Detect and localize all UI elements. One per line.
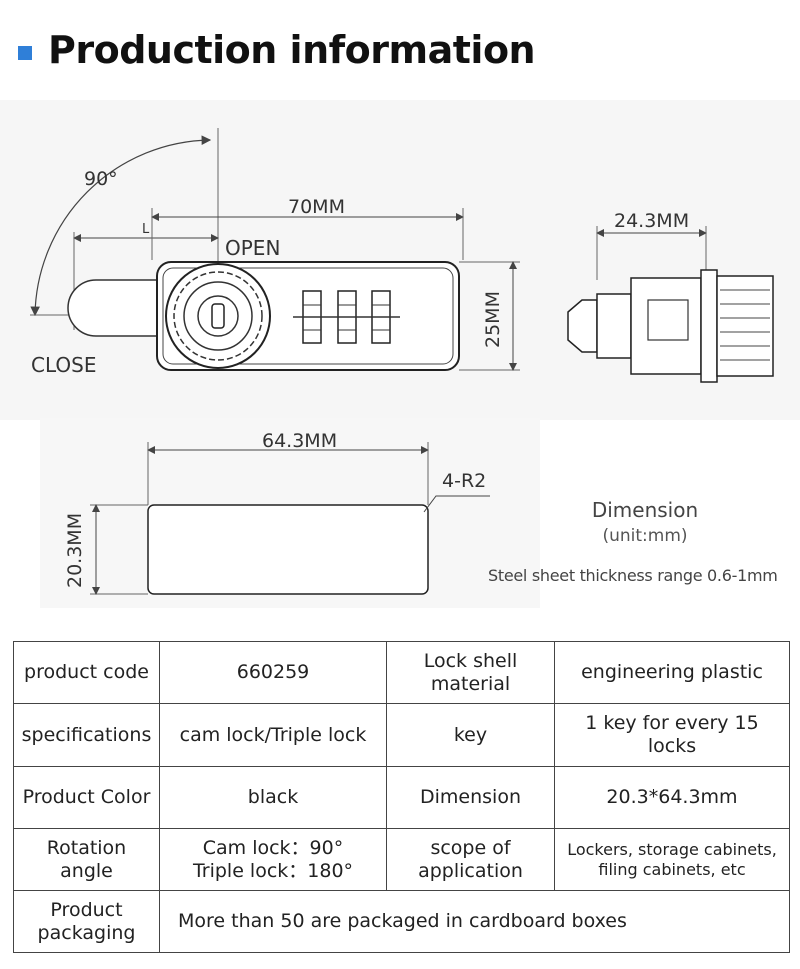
steel-thickness-note: Steel sheet thickness range 0.6-1mm xyxy=(488,566,778,585)
l-label: L xyxy=(142,222,150,237)
table-cell: key xyxy=(386,703,555,767)
table-cell: Lock shell material xyxy=(386,641,555,704)
table-row: product code 660259 Lock shell material … xyxy=(13,641,790,704)
table-cell: Product packaging xyxy=(13,890,160,953)
drawing-svg xyxy=(0,100,800,608)
dimension-note-unit: (unit:mm) xyxy=(602,526,688,546)
keyhole-icon xyxy=(211,303,225,329)
corner-radius-label: 4-R2 xyxy=(442,470,487,492)
page-title: Production information xyxy=(48,28,536,72)
table-cell: scope of application xyxy=(386,828,555,891)
page-header: Production information xyxy=(0,0,800,100)
cam-bar xyxy=(67,279,161,337)
table-cell: More than 50 are packaged in cardboard b… xyxy=(159,890,790,953)
table-cell: Cam lock：90° Triple lock：180° xyxy=(159,828,387,891)
lock-body-inner xyxy=(162,267,454,365)
table-row: Rotation angle Cam lock：90° Triple lock：… xyxy=(13,828,790,891)
spec-table: product code 660259 Lock shell material … xyxy=(13,641,790,953)
dimension-note-title: Dimension xyxy=(591,498,699,522)
table-cell: Dimension xyxy=(386,766,555,829)
plate-outline xyxy=(147,504,429,595)
table-cell: engineering plastic xyxy=(554,641,790,704)
table-cell: black xyxy=(159,766,387,829)
plate-width-label: 64.3MM xyxy=(262,430,338,452)
side-view-lock xyxy=(567,269,774,383)
table-cell: Rotation angle xyxy=(13,828,160,891)
angle-label: 90° xyxy=(84,168,118,190)
table-cell: Lockers, storage cabinets, filing cabine… xyxy=(554,828,790,891)
table-cell: Product Color xyxy=(13,766,160,829)
combination-dials xyxy=(293,290,400,344)
title-bullet-icon xyxy=(18,46,32,60)
table-cell: cam lock/Triple lock xyxy=(159,703,387,767)
table-row: Product Color black Dimension 20.3*64.3m… xyxy=(13,766,790,829)
table-cell: 20.3*64.3mm xyxy=(554,766,790,829)
height-label: 25MM xyxy=(482,291,504,348)
table-cell: 1 key for every 15 locks xyxy=(554,703,790,767)
plate-height-label: 20.3MM xyxy=(64,512,86,588)
corner-leader-line xyxy=(423,495,490,513)
width-label: 70MM xyxy=(288,196,345,218)
table-cell: specifications xyxy=(13,703,160,767)
table-row: specifications cam lock/Triple lock key … xyxy=(13,703,790,767)
side-width-label: 24.3MM xyxy=(614,210,690,232)
rotation-arc xyxy=(30,135,212,317)
table-cell: product code xyxy=(13,641,160,704)
table-cell: 660259 xyxy=(159,641,387,704)
close-label: CLOSE xyxy=(31,353,97,377)
open-label: OPEN xyxy=(225,236,281,260)
technical-drawing: 90° L 70MM OPEN CLOSE 25MM 24.3MM 64.3MM… xyxy=(0,100,800,620)
table-row: Product packaging More than 50 are packa… xyxy=(13,890,790,953)
dimension-note: Dimension (unit:mm) xyxy=(560,498,730,546)
cam-teeth xyxy=(173,271,263,361)
